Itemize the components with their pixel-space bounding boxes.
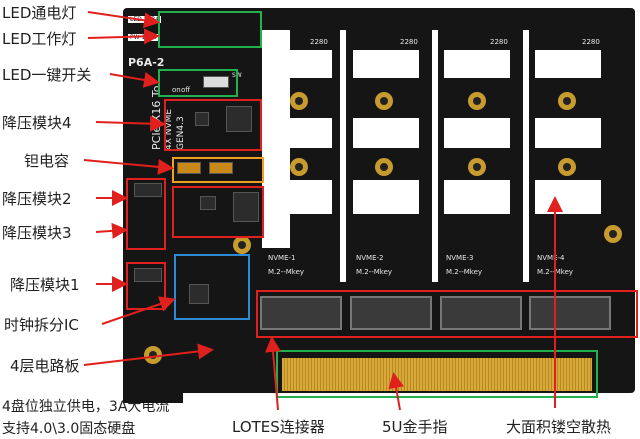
box-gold-finger bbox=[276, 350, 598, 398]
lotes-connector-4 bbox=[529, 296, 611, 330]
label-tantalum: 钽电容 bbox=[24, 152, 70, 170]
nvme-3-key: M.2--Mkey bbox=[446, 268, 483, 276]
buck2-ic bbox=[200, 196, 216, 210]
nvme-2-label: NVME-2 bbox=[356, 254, 384, 262]
clock-ic-chip bbox=[189, 284, 209, 304]
buck4-ic bbox=[195, 112, 209, 126]
switch-off-label: off bbox=[181, 86, 191, 94]
label-buck2: 降压模块2 bbox=[2, 190, 72, 208]
tantalum-cap-1 bbox=[177, 162, 201, 174]
box-lotes bbox=[256, 290, 638, 338]
lotes-connector-2 bbox=[350, 296, 432, 330]
led-switch bbox=[203, 76, 229, 88]
tantalum-cap-2 bbox=[209, 162, 233, 174]
label-bottom-line1: 4盘位独立供电，3A大电流 bbox=[2, 399, 170, 415]
label-gold-finger: 5U金手指 bbox=[382, 418, 448, 436]
board-model: P6A-2 bbox=[128, 56, 165, 69]
slot-size-2: 2280 bbox=[400, 38, 418, 46]
label-buck4: 降压模块4 bbox=[2, 114, 72, 132]
label-bottom-line2: 支持4.0\3.0固态硬盘 bbox=[2, 421, 136, 437]
pw-tag: PW 1234 bbox=[128, 34, 159, 41]
label-clock-ic: 时钟拆分IC bbox=[4, 316, 79, 334]
label-heatsink: 大面积镂空散热 bbox=[506, 418, 612, 436]
label-led-switch: LED一键开关 bbox=[2, 66, 92, 84]
buck3-inductor bbox=[134, 183, 162, 197]
label-buck1: 降压模块1 bbox=[10, 276, 80, 294]
slot-size-4: 2280 bbox=[582, 38, 600, 46]
box-buck2 bbox=[172, 186, 264, 238]
nvme-1-key: M.2--Mkey bbox=[268, 268, 305, 276]
label-led-power: LED通电灯 bbox=[2, 4, 77, 22]
buck4-inductor bbox=[226, 106, 252, 132]
nvme-1-label: NVME-1 bbox=[268, 254, 296, 262]
buck2-inductor bbox=[233, 192, 259, 222]
nvme-2-key: M.2--Mkey bbox=[356, 268, 393, 276]
box-clock-ic bbox=[174, 254, 250, 320]
lotes-connector-3 bbox=[440, 296, 522, 330]
gold-finger bbox=[282, 358, 592, 391]
box-buck3 bbox=[126, 178, 166, 250]
slot-size-1: 2280 bbox=[310, 38, 328, 46]
lotes-connector-1 bbox=[260, 296, 342, 330]
label-buck3: 降压模块3 bbox=[2, 224, 72, 242]
label-lotes: LOTES连接器 bbox=[232, 418, 325, 436]
switch-on-label: on bbox=[172, 86, 181, 94]
label-led-work: LED工作灯 bbox=[2, 30, 77, 48]
label-pcb-layer: 4层电路板 bbox=[10, 357, 80, 375]
nvme-3-label: NVME-3 bbox=[446, 254, 474, 262]
nvme-4-label: NVME-4 bbox=[537, 254, 565, 262]
slot-size-3: 2280 bbox=[490, 38, 508, 46]
buck1-inductor bbox=[134, 268, 162, 282]
